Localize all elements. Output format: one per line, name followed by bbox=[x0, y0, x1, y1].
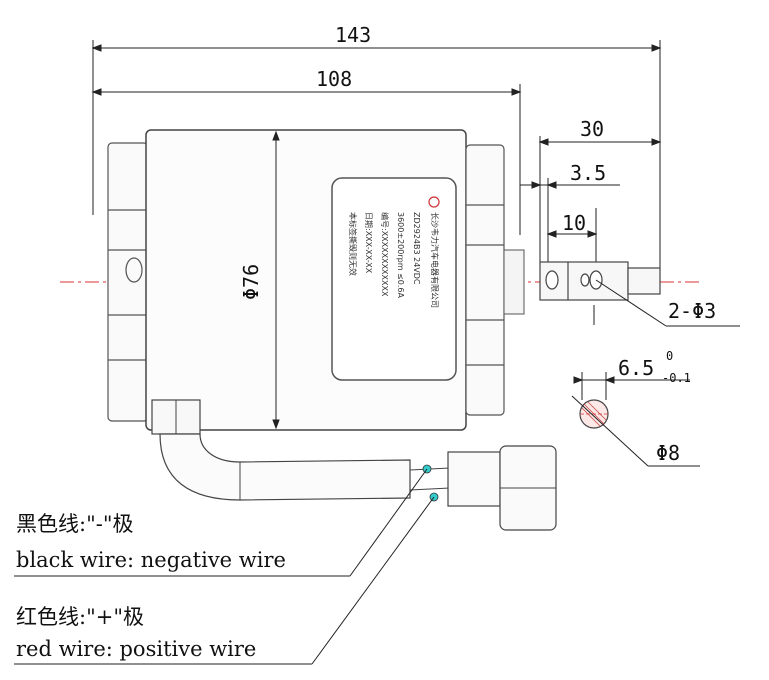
dim-body-length bbox=[91, 84, 522, 235]
brand-logo-icon bbox=[428, 196, 440, 208]
motor-front-cap bbox=[465, 144, 505, 416]
motor-back-cap bbox=[107, 142, 149, 422]
nameplate-line2: ZD2924B3 24VDC bbox=[412, 212, 421, 285]
dim-shaft-length bbox=[538, 136, 662, 262]
dim-tol-lower: -0.1 bbox=[662, 371, 691, 385]
dim-6.5-label: 6.5 bbox=[618, 356, 654, 380]
nameplate-line4: 编号:XXXXXXXXXXXX bbox=[380, 212, 390, 297]
shaft-boss bbox=[503, 249, 525, 315]
legend-leaders bbox=[14, 468, 435, 665]
nameplate-line3: 3600±200rpm ≤0.6A bbox=[396, 212, 405, 298]
shaft-section bbox=[579, 399, 609, 429]
legend-black-cn: 黑色线:"-"极 bbox=[16, 512, 134, 536]
dim-body-diameter bbox=[272, 130, 280, 430]
dim-tol-upper: 0 bbox=[666, 349, 673, 363]
connector-housing bbox=[447, 451, 501, 507]
legend-red-en: red wire: positive wire bbox=[16, 637, 256, 661]
cable-assembly bbox=[151, 399, 557, 531]
dim-hole-spacing bbox=[546, 208, 598, 262]
dim-30-label: 30 bbox=[580, 117, 604, 141]
motor-shaft bbox=[539, 261, 661, 301]
dim-phi8-leader bbox=[571, 395, 700, 467]
dim-phi76-label: Φ76 bbox=[239, 264, 263, 300]
nameplate-line1: 长沙韦力汽车电器有限公司 bbox=[430, 212, 440, 308]
dim-10-label: 10 bbox=[562, 211, 586, 235]
nameplate-line6: 本标签撕毁则无效 bbox=[348, 212, 358, 276]
dim-143-label: 143 bbox=[335, 23, 371, 47]
legend-black-en: black wire: negative wire bbox=[16, 548, 286, 572]
nameplate bbox=[331, 177, 457, 381]
dim-shoulder bbox=[520, 178, 620, 262]
dim-2phi3-label: 2-Φ3 bbox=[668, 299, 716, 323]
dim-phi8-label: Φ8 bbox=[656, 441, 680, 465]
dim-holes-leader bbox=[595, 279, 740, 327]
dim-overall-length bbox=[91, 40, 662, 275]
dim-108-label: 108 bbox=[316, 67, 352, 91]
dim-3.5-label: 3.5 bbox=[570, 161, 606, 185]
dim-flat-width bbox=[573, 372, 690, 400]
nameplate-line5: 日期:XXX-XX-XX bbox=[364, 212, 373, 274]
legend-red-cn: 红色线:"+"极 bbox=[16, 605, 144, 629]
